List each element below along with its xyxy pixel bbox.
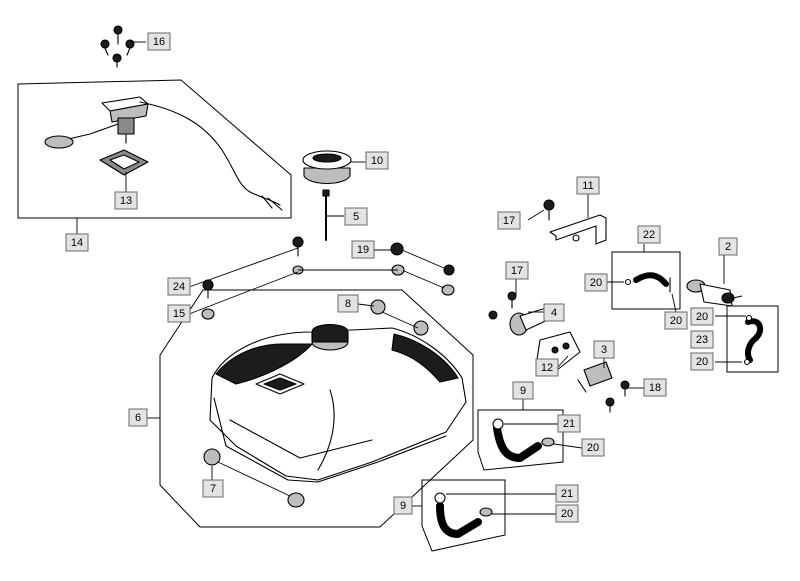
svg-text:20: 20 (696, 356, 708, 368)
svg-text:17: 17 (511, 265, 523, 277)
hose-group-23-frame (726, 305, 779, 373)
callout-21-upper: 21 (557, 414, 581, 433)
callout-8: 8 (337, 294, 359, 313)
callout-16: 16 (147, 32, 171, 51)
callout-2: 2 (718, 237, 738, 256)
fuel-sender-part (44, 96, 283, 211)
callout-20-filter: 20 (690, 307, 714, 326)
svg-text:17: 17 (503, 215, 515, 227)
callout-9-upper: 9 (512, 381, 534, 400)
svg-text:22: 22 (643, 229, 655, 241)
svg-text:9: 9 (400, 500, 406, 512)
callout-24: 24 (167, 277, 191, 296)
svg-text:11: 11 (582, 180, 593, 192)
callout-17-mid: 17 (505, 261, 529, 280)
svg-text:20: 20 (696, 311, 708, 323)
callout-17-top: 17 (497, 211, 521, 230)
svg-text:3: 3 (601, 344, 607, 356)
svg-text:20: 20 (670, 315, 682, 327)
callout-12: 12 (535, 358, 559, 377)
callout-10: 10 (365, 151, 389, 170)
callout-21-lower: 21 (555, 484, 579, 503)
svg-text:12: 12 (541, 362, 553, 374)
callout-20-hose23: 20 (690, 352, 714, 371)
callout-20-hose9-upper: 20 (581, 438, 605, 457)
callout-4: 4 (543, 303, 565, 322)
leader-lines (76, 41, 746, 515)
callout-20-hose22-left: 20 (584, 273, 608, 292)
fuel-filter-part (686, 279, 735, 307)
callout-15: 15 (167, 304, 191, 323)
svg-text:19: 19 (357, 244, 369, 256)
hose-group-9a-frame (477, 409, 564, 471)
callout-20-hose22-right: 20 (664, 311, 688, 330)
svg-text:8: 8 (345, 298, 351, 310)
sender-gasket-part (99, 149, 149, 176)
grommet-parts (201, 242, 455, 508)
callout-9-lower: 9 (393, 496, 413, 515)
bolt-24-part (202, 236, 304, 299)
svg-text:20: 20 (587, 442, 599, 454)
callout-13: 13 (114, 191, 138, 210)
fuel-tank-group-frame (159, 289, 474, 528)
bracket-part (543, 199, 607, 245)
fuel-tank-part (209, 323, 467, 483)
svg-text:21: 21 (561, 488, 573, 500)
hose-group-22-frame (611, 251, 681, 310)
callout-20-hose9-lower: 20 (555, 504, 579, 523)
callout-6: 6 (128, 408, 148, 427)
svg-text:7: 7 (210, 483, 216, 495)
hose-parts (434, 272, 764, 538)
svg-text:23: 23 (696, 334, 708, 346)
callout-5: 5 (344, 207, 368, 226)
svg-text:14: 14 (71, 237, 83, 249)
callout-18: 18 (643, 378, 667, 397)
callout-14: 14 (65, 233, 89, 252)
hose-group-9b-frame (421, 479, 506, 552)
svg-text:21: 21 (563, 418, 575, 430)
fitting-parts (488, 291, 581, 375)
svg-text:13: 13 (120, 195, 132, 207)
callout-23: 23 (690, 330, 714, 349)
svg-text:15: 15 (173, 308, 185, 320)
svg-text:6: 6 (135, 412, 141, 424)
callout-22: 22 (637, 225, 661, 244)
svg-text:5: 5 (353, 211, 359, 223)
svg-text:10: 10 (371, 155, 383, 167)
valve-part (577, 361, 630, 413)
svg-text:24: 24 (173, 281, 185, 293)
sender-unit-group-frame (17, 79, 292, 219)
callout-19: 19 (351, 240, 375, 259)
svg-text:2: 2 (725, 241, 731, 253)
long-bolt-part (322, 189, 330, 241)
callout-7: 7 (202, 479, 224, 498)
callout-3: 3 (593, 340, 615, 359)
svg-text:20: 20 (561, 508, 573, 520)
svg-text:18: 18 (649, 382, 661, 394)
svg-text:20: 20 (590, 277, 602, 289)
screw-set-part (100, 25, 135, 68)
svg-text:9: 9 (520, 385, 526, 397)
callout-11: 11 (576, 176, 600, 195)
fuel-cap-part (302, 150, 352, 185)
svg-text:16: 16 (153, 36, 165, 48)
svg-text:4: 4 (551, 307, 557, 319)
